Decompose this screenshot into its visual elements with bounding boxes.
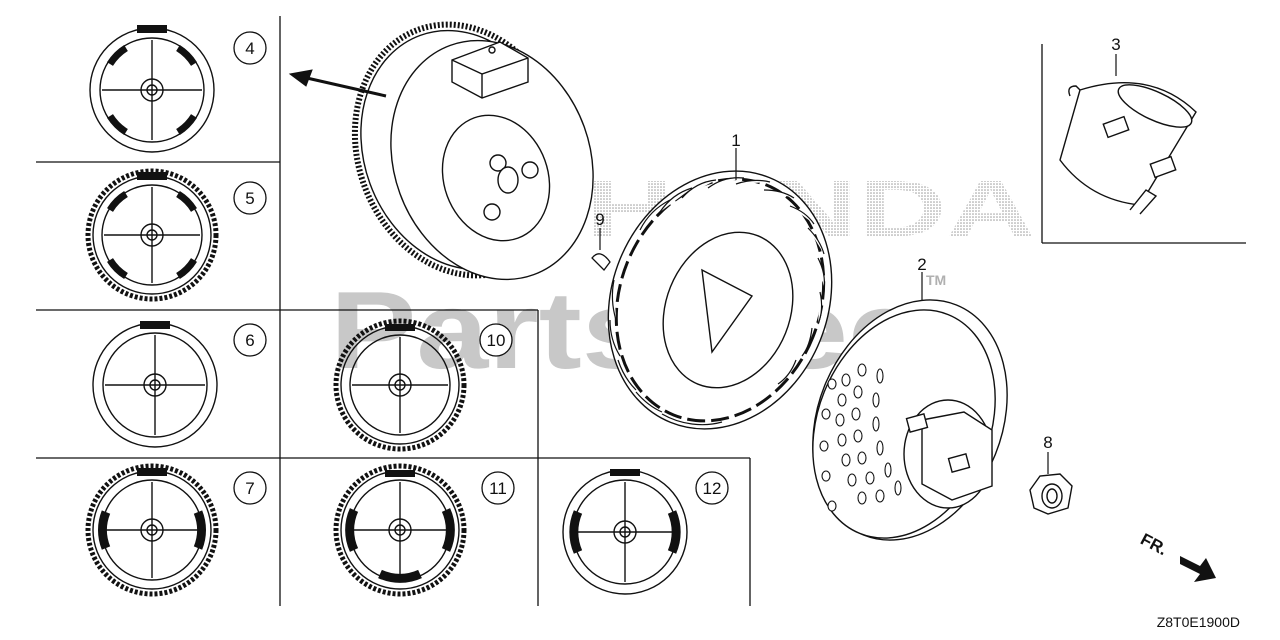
- callout-5: 5: [233, 181, 267, 215]
- callout-8: 8: [1043, 433, 1053, 474]
- svg-text:8: 8: [1043, 433, 1052, 452]
- flywheel-variant-11[interactable]: [333, 463, 467, 597]
- flywheel-variant-4[interactable]: [89, 25, 215, 153]
- callout-1: 1: [731, 131, 741, 180]
- flywheel-variant-12[interactable]: [562, 469, 688, 595]
- direction-label: FR.: [1137, 530, 1170, 560]
- woodruff-key[interactable]: [591, 253, 611, 271]
- callout-6: 6: [233, 323, 267, 357]
- svg-text:9: 9: [595, 210, 604, 229]
- callout-7: 7: [233, 471, 267, 505]
- flange-nut[interactable]: [1029, 473, 1073, 515]
- svg-text:4: 4: [245, 39, 254, 58]
- callout-12: 12: [695, 471, 729, 505]
- svg-text:11: 11: [489, 479, 507, 498]
- flywheel-variant-6[interactable]: [92, 321, 218, 448]
- callout-11: 11: [481, 471, 515, 505]
- diagram-reference-code: Z8T0E1900D: [1156, 614, 1240, 630]
- flywheel-variant-10[interactable]: [333, 318, 467, 452]
- front-direction-arrow: FR.: [1137, 530, 1216, 582]
- callout-3: 3: [1111, 35, 1121, 76]
- svg-text:5: 5: [245, 189, 254, 208]
- callout-10: 10: [479, 323, 513, 357]
- flywheel-variant-7[interactable]: [85, 463, 219, 597]
- callout-2: 2: [917, 255, 927, 300]
- cooling-fan[interactable]: [570, 137, 869, 463]
- trademark-watermark: TM: [926, 272, 946, 288]
- svg-text:12: 12: [703, 479, 722, 498]
- flywheel-variant-5[interactable]: [85, 168, 219, 302]
- starter-pulley[interactable]: [778, 271, 1042, 570]
- callout-9: 9: [595, 210, 605, 250]
- variant-grid: [36, 16, 751, 606]
- callout-4: 4: [233, 31, 267, 65]
- variant-pointer-arrow: [288, 69, 387, 98]
- svg-text:1: 1: [731, 131, 740, 150]
- svg-text:3: 3: [1111, 35, 1120, 54]
- svg-text:7: 7: [245, 479, 254, 498]
- svg-text:10: 10: [487, 331, 506, 350]
- part-3-frame: [1041, 44, 1246, 244]
- collar[interactable]: [1059, 76, 1197, 215]
- svg-text:6: 6: [245, 331, 254, 350]
- flywheel-assembly[interactable]: [320, 0, 625, 308]
- svg-text:2: 2: [917, 255, 926, 274]
